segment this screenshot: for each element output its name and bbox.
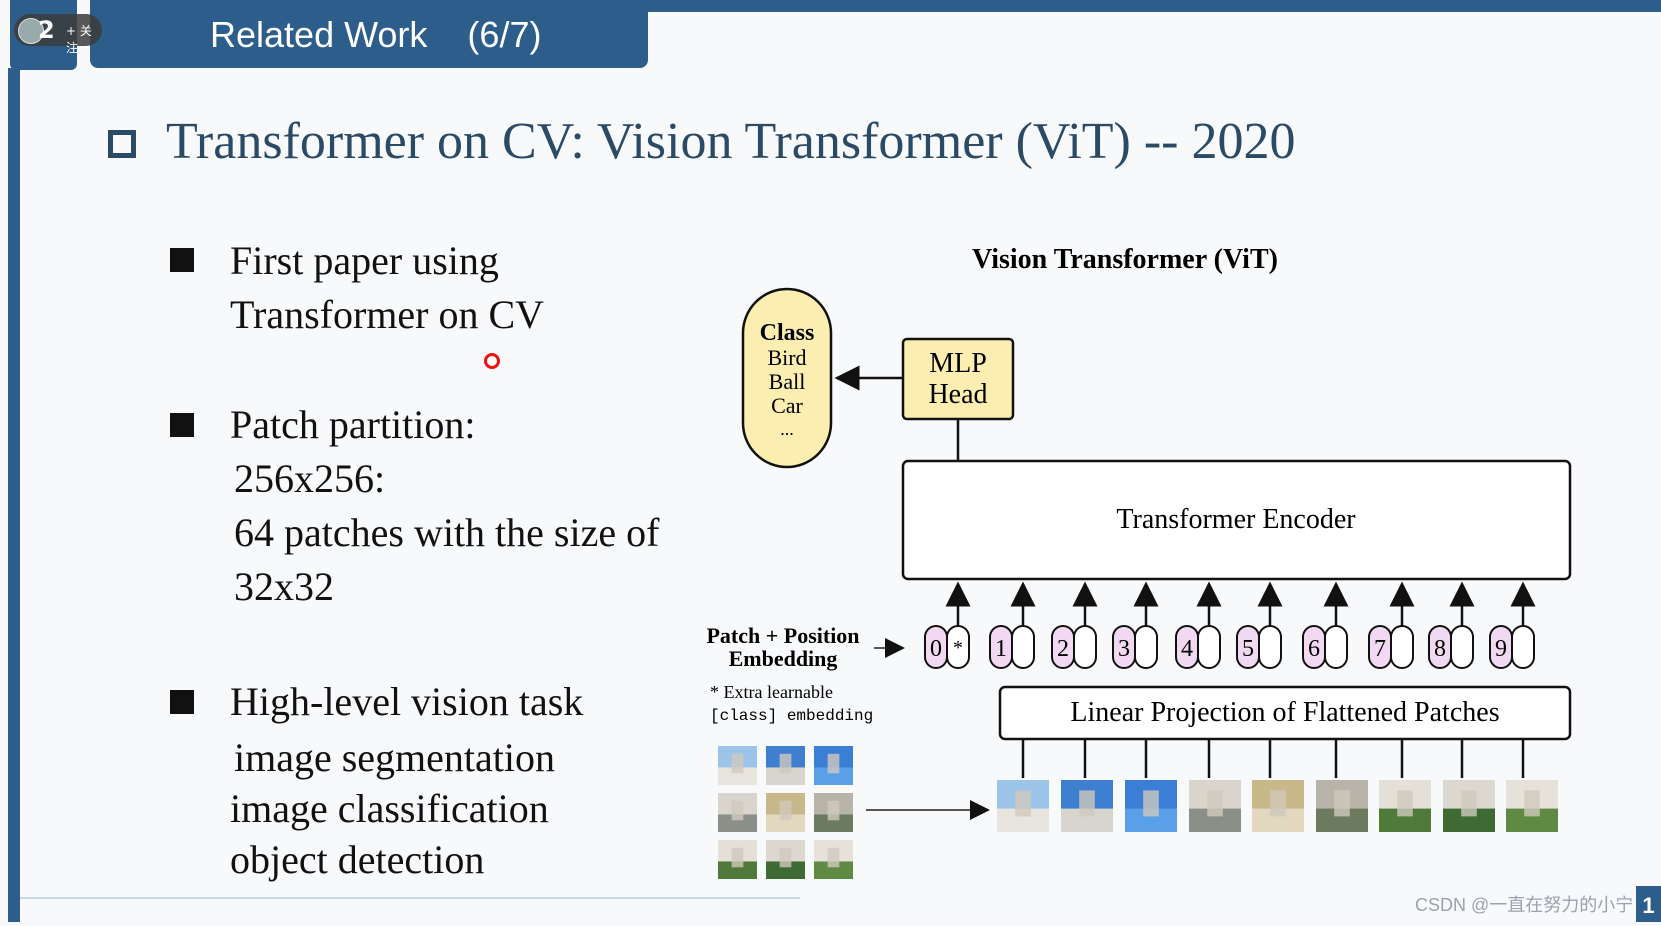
slide-number: 2: [38, 16, 55, 44]
image-patch-thumbnail: [814, 840, 853, 879]
diagram-title: Vision Transformer (ViT): [972, 244, 1278, 275]
patch-embedding-token: [1134, 625, 1158, 669]
image-patch-thumbnail: [814, 746, 853, 785]
patch-embedding-token: [1073, 625, 1097, 669]
page-heading: Transformer on CV: Vision Transformer (V…: [166, 113, 1296, 170]
bullet-line: Transformer on CV: [230, 292, 545, 337]
mlp-head-label: Head: [928, 379, 987, 410]
bullet-line: High-level vision task: [230, 679, 584, 724]
image-patch-thumbnail: [1379, 780, 1431, 832]
watermark: CSDN @一直在努力的小宁: [1415, 895, 1634, 915]
follow-badge[interactable]: 2 + 关注: [14, 14, 102, 55]
bullet-line: 32x32: [234, 564, 334, 609]
class-heading: Class: [760, 320, 815, 346]
bullet-line: First paper using: [230, 238, 499, 283]
patch-embedding-token: [1390, 625, 1414, 669]
position-index: 0: [930, 636, 942, 662]
bullet-line: 256x256:: [234, 456, 386, 501]
image-patch-thumbnail: [766, 840, 805, 879]
slide-title: Related Work (6/7): [210, 14, 542, 55]
position-index: 6: [1308, 636, 1320, 662]
patch-embedding-token: [1511, 625, 1535, 669]
patch-embedding-token: [1011, 625, 1035, 669]
class-item: Bird: [767, 345, 806, 370]
image-patch-thumbnail: [1061, 780, 1113, 832]
patch-embedding-token: [946, 625, 970, 669]
heading-checkbox-icon: [108, 130, 136, 158]
extra-note: [class] embedding: [710, 707, 873, 725]
bullet-line: image segmentation: [234, 735, 556, 780]
top-bar: [640, 0, 1661, 12]
position-index: 9: [1495, 636, 1507, 662]
patch-embedding-token: [1324, 625, 1348, 669]
bullet-square-icon: [170, 690, 194, 714]
position-index: 3: [1118, 636, 1130, 662]
image-patch-thumbnail: [1125, 780, 1177, 832]
class-box: [741, 287, 833, 469]
position-index: 5: [1242, 636, 1254, 662]
image-patch-thumbnail: [766, 746, 805, 785]
image-patch-thumbnail: [718, 746, 757, 785]
patch-embedding-token: [1258, 625, 1282, 669]
mlp-head-label: MLP: [929, 348, 987, 379]
image-patch-thumbnail: [814, 793, 853, 832]
avatar-icon: [18, 18, 44, 44]
slide-title-box: Related Work (6/7): [90, 0, 648, 68]
image-patch-thumbnail: [718, 840, 757, 879]
class-item: ...: [780, 419, 794, 439]
patch-embedding-token: [1197, 625, 1221, 669]
image-patch-thumbnail: [1189, 780, 1241, 832]
patch-embedding-token: [1450, 625, 1474, 669]
extra-note: * Extra learnable: [710, 682, 833, 702]
bullet-line: 64 patches with the size of: [234, 510, 660, 555]
linear-projection-box: [998, 685, 1572, 741]
left-accent-bar: [8, 68, 20, 922]
position-index: 1: [995, 636, 1007, 662]
class-item: Car: [771, 393, 803, 418]
footer-divider: [20, 897, 800, 899]
position-index: 8: [1434, 636, 1446, 662]
embedding-label: Patch + Position: [706, 623, 859, 648]
image-patch-thumbnail: [1506, 780, 1558, 832]
bullet-line: Patch partition:: [230, 402, 476, 447]
bullet-square-icon: [170, 413, 194, 437]
image-patch-thumbnail: [1443, 780, 1495, 832]
class-item: Ball: [769, 369, 806, 394]
image-patch-thumbnail: [718, 793, 757, 832]
position-index: 4: [1181, 636, 1193, 662]
image-patch-thumbnail: [1316, 780, 1368, 832]
position-index: 7: [1374, 636, 1386, 662]
image-patch-thumbnail: [997, 780, 1049, 832]
image-patch-thumbnail: [1252, 780, 1304, 832]
laser-pointer-icon: [484, 353, 500, 369]
class-token-symbol: *: [953, 637, 963, 659]
corner-page-number: 1: [1636, 886, 1661, 922]
follow-label[interactable]: + 关注: [66, 24, 92, 55]
transformer-encoder-label: Transformer Encoder: [1116, 504, 1356, 535]
linear-projection-label: Linear Projection of Flattened Patches: [1070, 697, 1499, 728]
bullet-line: object detection: [230, 837, 485, 882]
bullet-square-icon: [170, 248, 194, 272]
embedding-label: Embedding: [729, 646, 838, 671]
bullet-line: image classification: [230, 786, 549, 831]
transformer-encoder-box: [901, 459, 1572, 581]
position-index: 2: [1057, 636, 1069, 662]
image-patch-thumbnail: [766, 793, 805, 832]
